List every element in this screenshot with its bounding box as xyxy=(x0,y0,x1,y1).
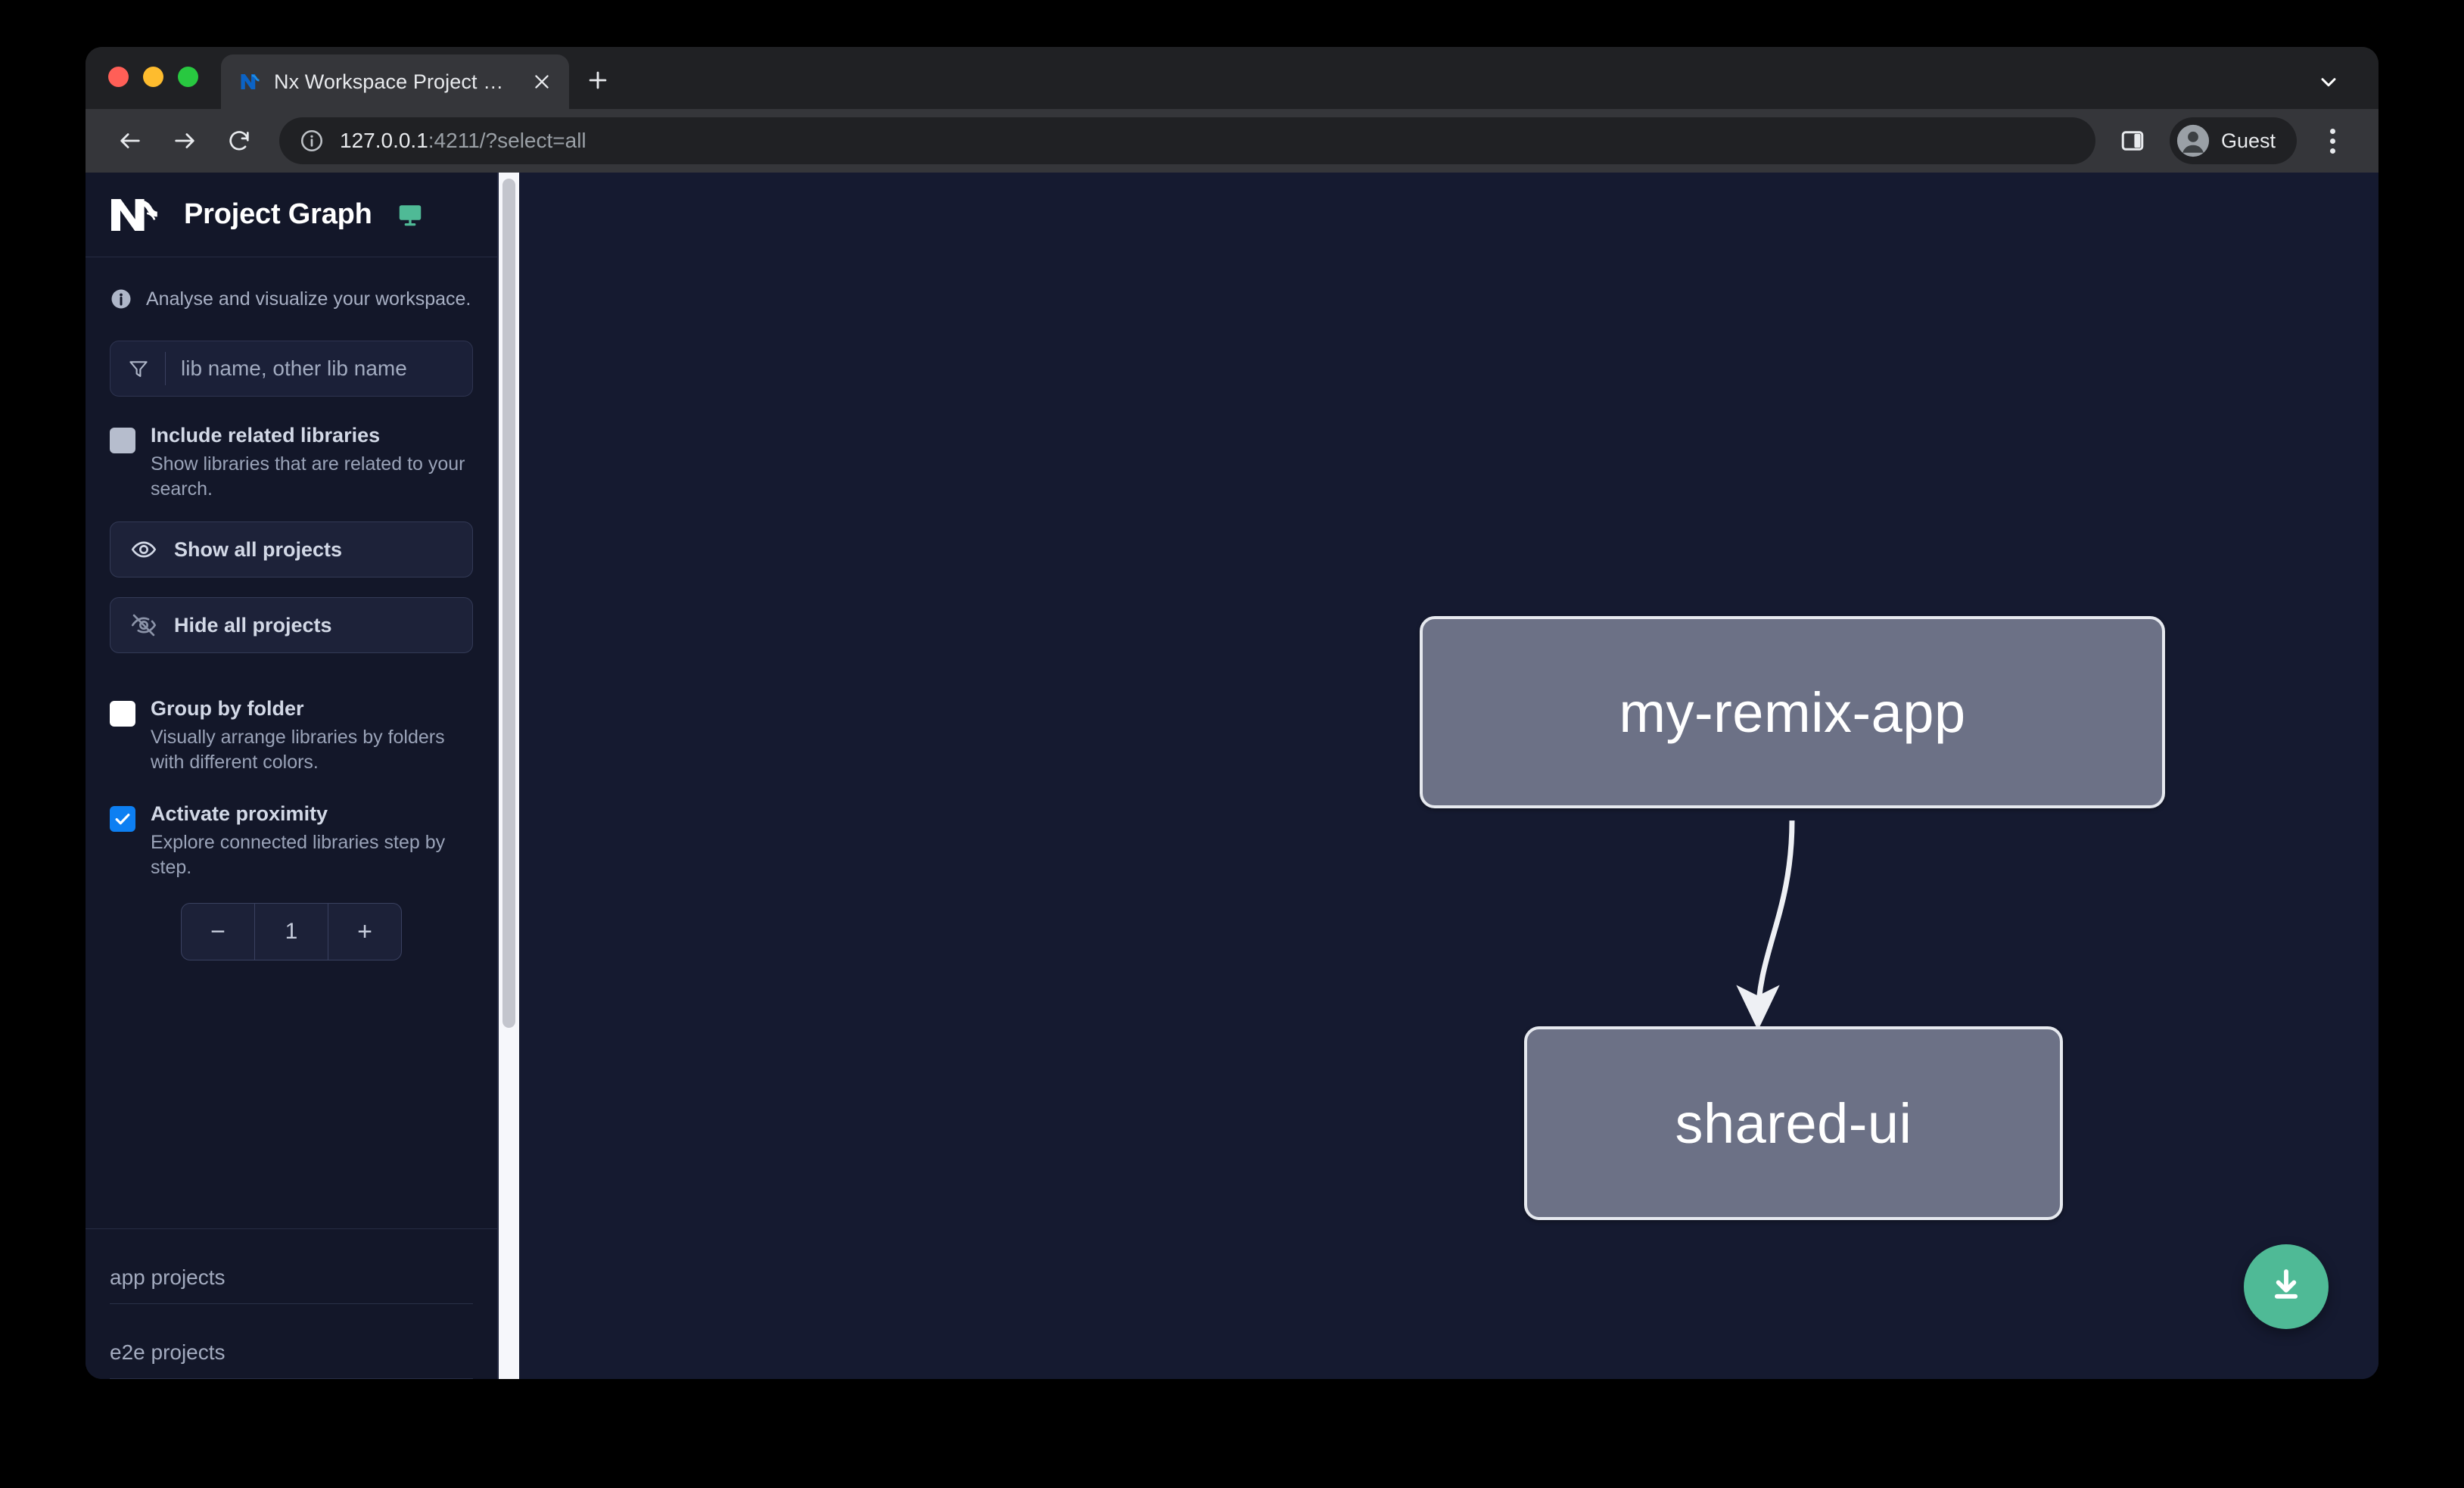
option-activate-proximity[interactable]: Activate proximity Explore connected lib… xyxy=(110,802,473,880)
option-label: Activate proximity xyxy=(151,802,328,826)
monitor-icon[interactable] xyxy=(397,201,424,229)
chevron-down-icon[interactable] xyxy=(2313,67,2344,97)
tab-strip: Nx Workspace Project Graph xyxy=(86,47,2378,109)
new-tab-button[interactable] xyxy=(580,62,616,98)
proximity-value: 1 xyxy=(254,904,328,960)
show-all-projects-label: Show all projects xyxy=(174,537,343,561)
sidebar-note: Analyse and visualize your workspace. xyxy=(86,257,497,310)
sidebar-section-app-projects[interactable]: app projects xyxy=(110,1229,473,1304)
proximity-decrement-button[interactable]: − xyxy=(210,917,226,946)
window-controls xyxy=(108,47,198,109)
back-arrow-icon[interactable] xyxy=(107,117,154,164)
profile-chip[interactable]: Guest xyxy=(2169,117,2297,164)
show-all-projects-button[interactable]: Show all projects xyxy=(110,521,473,578)
download-icon xyxy=(2266,1265,2307,1309)
eye-icon xyxy=(130,536,157,563)
reload-icon[interactable] xyxy=(216,117,263,164)
graph-node-shared-ui[interactable]: shared-ui xyxy=(1524,1026,2063,1220)
kebab-dot xyxy=(2329,138,2335,144)
nx-logo-icon xyxy=(239,70,262,93)
download-button[interactable] xyxy=(2244,1244,2329,1329)
browser-tab[interactable]: Nx Workspace Project Graph xyxy=(221,54,569,109)
option-label: Group by folder xyxy=(151,697,304,721)
close-icon[interactable] xyxy=(528,68,555,95)
sidebar-sections: app projects e2e projects xyxy=(86,1194,497,1379)
graph-edges xyxy=(1736,820,1795,1031)
side-panel-icon[interactable] xyxy=(2114,122,2151,160)
kebab-menu-icon[interactable] xyxy=(2312,120,2353,161)
filter-icon xyxy=(127,357,150,380)
option-include-related-libraries[interactable]: Include related libraries Show libraries… xyxy=(110,424,473,502)
proximity-stepper[interactable]: − 1 + xyxy=(181,903,402,961)
info-circle-icon[interactable] xyxy=(299,128,325,154)
url-host: 127.0.0.1 xyxy=(340,129,428,152)
graph-node-label: shared-ui xyxy=(1675,1091,1912,1155)
eye-slash-icon xyxy=(130,612,157,639)
spacer xyxy=(110,653,473,670)
search-box[interactable] xyxy=(110,341,473,397)
option-description: Explore connected libraries step by step… xyxy=(151,832,446,879)
url-path: :4211/?select=all xyxy=(428,129,586,152)
address-bar-text: 127.0.0.1:4211/?select=all xyxy=(340,129,586,153)
checkbox-activate-proximity[interactable] xyxy=(110,806,135,833)
option-description: Visually arrange libraries by folders wi… xyxy=(151,727,445,774)
account-avatar-icon xyxy=(2176,123,2210,158)
search-separator xyxy=(165,352,166,385)
hide-all-projects-label: Hide all projects xyxy=(174,613,332,637)
graph-node-my-remix-app[interactable]: my-remix-app xyxy=(1420,616,2165,808)
option-group-by-folder[interactable]: Group by folder Visually arrange librari… xyxy=(110,697,473,775)
sidebar-scrollbar-track[interactable] xyxy=(499,173,519,1379)
kebab-dot xyxy=(2329,128,2335,134)
checkbox-group-by-folder[interactable] xyxy=(110,701,135,727)
browser-window: Nx Workspace Project Graph xyxy=(86,47,2378,1379)
graph-node-label: my-remix-app xyxy=(1619,680,1966,744)
sidebar-body: Include related libraries Show libraries… xyxy=(86,310,497,1194)
option-label: Include related libraries xyxy=(151,424,381,447)
hide-all-projects-button[interactable]: Hide all projects xyxy=(110,597,473,654)
forward-arrow-icon[interactable] xyxy=(161,117,208,164)
sidebar-scrollbar-thumb[interactable] xyxy=(502,179,515,1028)
checkbox-include-related-libraries[interactable] xyxy=(110,428,135,453)
minimize-window-button[interactable] xyxy=(143,66,163,87)
sidebar-section-e2e-projects[interactable]: e2e projects xyxy=(110,1304,473,1379)
proximity-increment-button[interactable]: + xyxy=(357,917,372,946)
maximize-window-button[interactable] xyxy=(178,66,198,87)
sidebar-header: Project Graph xyxy=(86,173,497,257)
info-circle-icon xyxy=(110,288,132,310)
sidebar-note-text: Analyse and visualize your workspace. xyxy=(146,288,471,310)
search-input[interactable] xyxy=(181,356,456,381)
page-title: Project Graph xyxy=(184,198,372,230)
tab-title: Nx Workspace Project Graph xyxy=(274,70,516,93)
close-window-button[interactable] xyxy=(108,66,129,87)
nx-logo-icon xyxy=(110,196,164,234)
profile-name: Guest xyxy=(2220,129,2276,152)
graph-canvas[interactable]: my-remix-app shared-ui xyxy=(518,173,2378,1379)
browser-toolbar: 127.0.0.1:4211/?select=all Guest xyxy=(86,109,2378,173)
address-bar[interactable]: 127.0.0.1:4211/?select=all xyxy=(279,117,2095,164)
option-description: Show libraries that are related to your … xyxy=(151,453,465,500)
edge-my-remix-app-to-shared-ui xyxy=(1736,820,1795,1031)
kebab-dot xyxy=(2329,148,2335,154)
page-content: Project Graph Analyse and visual xyxy=(86,173,2378,1379)
divider xyxy=(86,1228,497,1229)
sidebar: Project Graph Analyse and visual xyxy=(86,173,498,1379)
